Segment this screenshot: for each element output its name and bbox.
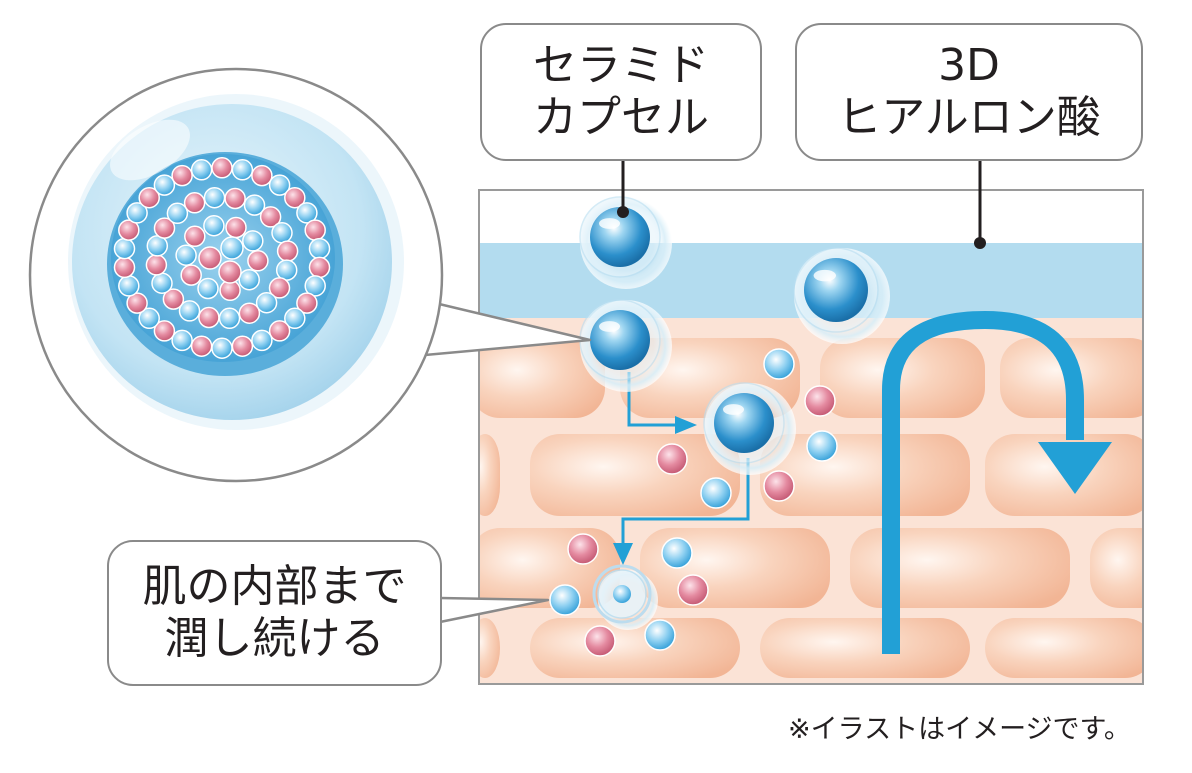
ceramide-capsule-icon — [579, 196, 672, 289]
skin-cell — [530, 618, 740, 678]
penetration-arrow-head-2 — [613, 543, 633, 565]
ceramide-sphere-blue — [763, 348, 795, 380]
moisture-callout-pointer — [439, 596, 550, 624]
skin-cell — [530, 434, 740, 516]
hyaluronic-acid-label: 3D ヒアルロン酸 — [795, 23, 1143, 161]
magnified-capsule-callout — [28, 67, 592, 483]
moisture-label-line1: 肌の内部まで — [142, 561, 407, 612]
ceramide-label-line1: セラミド — [533, 40, 709, 91]
ceramide-sphere-pink — [763, 470, 795, 502]
ceramide-sphere-blue — [644, 619, 676, 651]
skin-cell — [479, 618, 500, 678]
ceramide-capsule-icon — [703, 382, 796, 475]
ceramide-sphere-pink — [567, 533, 599, 565]
ceramide-label-line2: カプセル — [533, 92, 709, 143]
ceramide-sphere-pink — [656, 443, 688, 475]
hyaluronic-label-line2: ヒアルロン酸 — [837, 92, 1101, 143]
skin-cell — [985, 618, 1143, 678]
ceramide-capsule-label: セラミド カプセル — [480, 23, 762, 161]
skin-cell — [1090, 528, 1143, 608]
u-turn-arrow-icon — [882, 310, 1112, 654]
moisture-spheres — [549, 348, 838, 657]
magnified-capsule-icon — [68, 94, 404, 430]
moisture-label-line2: 潤し続ける — [164, 613, 385, 664]
skin-cell — [820, 338, 985, 418]
ceramide-capsule-icon — [579, 299, 672, 392]
skin-cell — [850, 528, 1070, 608]
hyaluronic-label-line1: 3D — [938, 40, 1000, 91]
ceramide-capsule-icon — [793, 247, 890, 344]
ceramide-sphere-blue — [700, 477, 732, 509]
ceramide-sphere-pink — [584, 625, 616, 657]
penetration-arrow-head-1 — [675, 416, 697, 434]
ceramide-capsule-icon — [592, 564, 658, 630]
skin-cell — [760, 618, 970, 678]
image-disclaimer-footnote: ※イラストはイメージです。 — [788, 714, 1131, 745]
ceramide-sphere-pink — [677, 574, 709, 606]
skin-cell — [479, 434, 500, 516]
ceramide-capsules — [579, 196, 890, 630]
ceramide-sphere-blue — [806, 430, 838, 462]
ceramide-sphere-blue — [549, 584, 581, 616]
leader-lines — [617, 161, 986, 249]
skin-frame — [478, 189, 1144, 685]
moisture-label: 肌の内部まで 潤し続ける — [107, 540, 442, 686]
ceramide-bead-rings — [113, 157, 331, 359]
skin-cell — [479, 338, 605, 418]
ceramide-sphere-blue — [661, 537, 693, 569]
ceramide-sphere-pink — [804, 385, 836, 417]
